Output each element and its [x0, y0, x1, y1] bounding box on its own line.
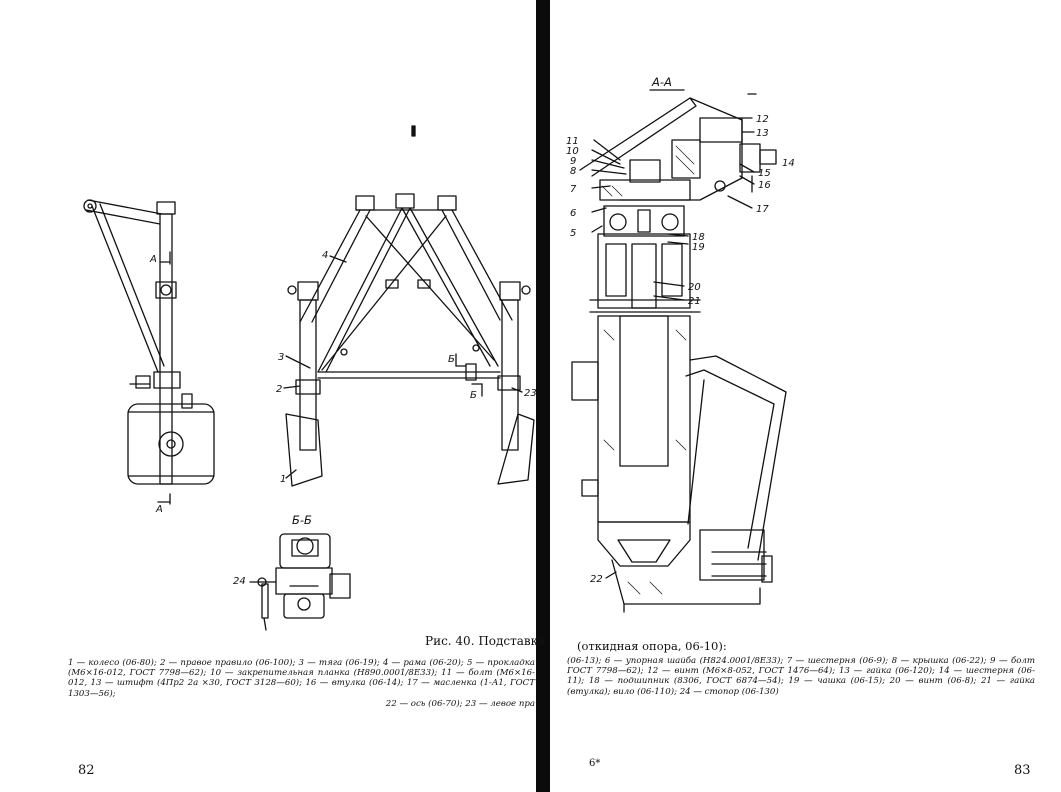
caption-left-line-3: 13 — штифт (4Пр2 2a ×30, ГОСТ 3128—60); … — [68, 678, 535, 699]
label-section-a-bottom: А — [155, 504, 163, 515]
side-view-drawing — [83, 199, 215, 505]
label-section-aa: А-А — [651, 75, 672, 89]
label-part-1: 1 — [280, 474, 286, 485]
figure-title: Рис. 40. Подставка — [425, 634, 546, 648]
part-label-11: 11 — [566, 136, 579, 147]
caption-right-line-3: 18 — подшипник (8306, ГОСТ 6874—54); 19 … — [567, 676, 1035, 697]
part-label-14: 14 — [782, 158, 795, 169]
label-section-b-top: Б — [448, 354, 455, 365]
part-label-20: 20 — [688, 282, 701, 293]
front-view-drawing — [283, 125, 535, 487]
part-label-17: 17 — [756, 204, 769, 215]
caption-left-line-2: (M6×16-012, ГОСТ 7798—62); 10 — закрепит… — [68, 668, 535, 689]
label-part-3: 3 — [278, 352, 284, 363]
part-label-15: 15 — [758, 168, 771, 179]
part-label-13: 13 — [756, 128, 769, 139]
part-label-7: 7 — [570, 184, 577, 195]
part-label-22: 22 — [590, 574, 603, 585]
caption-right-heading: (откидная опора, 06-10): — [577, 639, 727, 653]
label-part-2: 2 — [276, 384, 282, 395]
part-label-8: 8 — [570, 166, 576, 177]
label-part-23: 23 — [524, 388, 537, 399]
page-number-left: 82 — [78, 763, 95, 778]
part-label-12: 12 — [756, 114, 769, 125]
book-spine — [536, 0, 550, 792]
label-view-bb: Б-Б — [292, 513, 312, 527]
part-label-6: 6 — [570, 208, 576, 219]
caption-left-tail: 22 — ось (06-70); 23 — левое пра — [385, 698, 535, 709]
caption-right-line-1: (06-13); 6 — упорная шайба (H824.0001/8E… — [567, 656, 1035, 666]
part-label-9: 9 — [570, 156, 576, 167]
page-number-right: 83 — [1014, 763, 1031, 778]
part-label-18: 18 — [692, 232, 705, 243]
part-label-16: 16 — [758, 180, 771, 191]
label-part-24: 24 — [233, 576, 246, 587]
signature-mark: 6* — [589, 758, 601, 769]
figure-caption-right: (06-13); 6 — упорная шайба (H824.0001/8E… — [567, 656, 1035, 697]
label-part-4: 4 — [322, 250, 328, 261]
part-label-5: 5 — [570, 228, 576, 239]
section-aa-drawing — [571, 89, 787, 613]
detail-view-bb-drawing — [249, 533, 351, 631]
caption-left-line-1: 1 — колесо (06-80); 2 — правое правило (… — [68, 658, 535, 668]
part-label-21: 21 — [688, 296, 701, 307]
label-section-b-bottom: Б — [470, 390, 477, 401]
figure-caption-left: 1 — колесо (06-80); 2 — правое правило (… — [68, 658, 535, 709]
part-label-19: 19 — [692, 242, 705, 253]
caption-right-line-2: ГОСТ 7798—62); 12 — винт (M6×8-052, ГОСТ… — [567, 666, 1035, 687]
caption-right-line-4: вило (06-110); 24 — стопор (06-130) — [613, 686, 779, 697]
part-label-10: 10 — [566, 146, 579, 157]
label-section-a-left: А — [149, 254, 157, 265]
